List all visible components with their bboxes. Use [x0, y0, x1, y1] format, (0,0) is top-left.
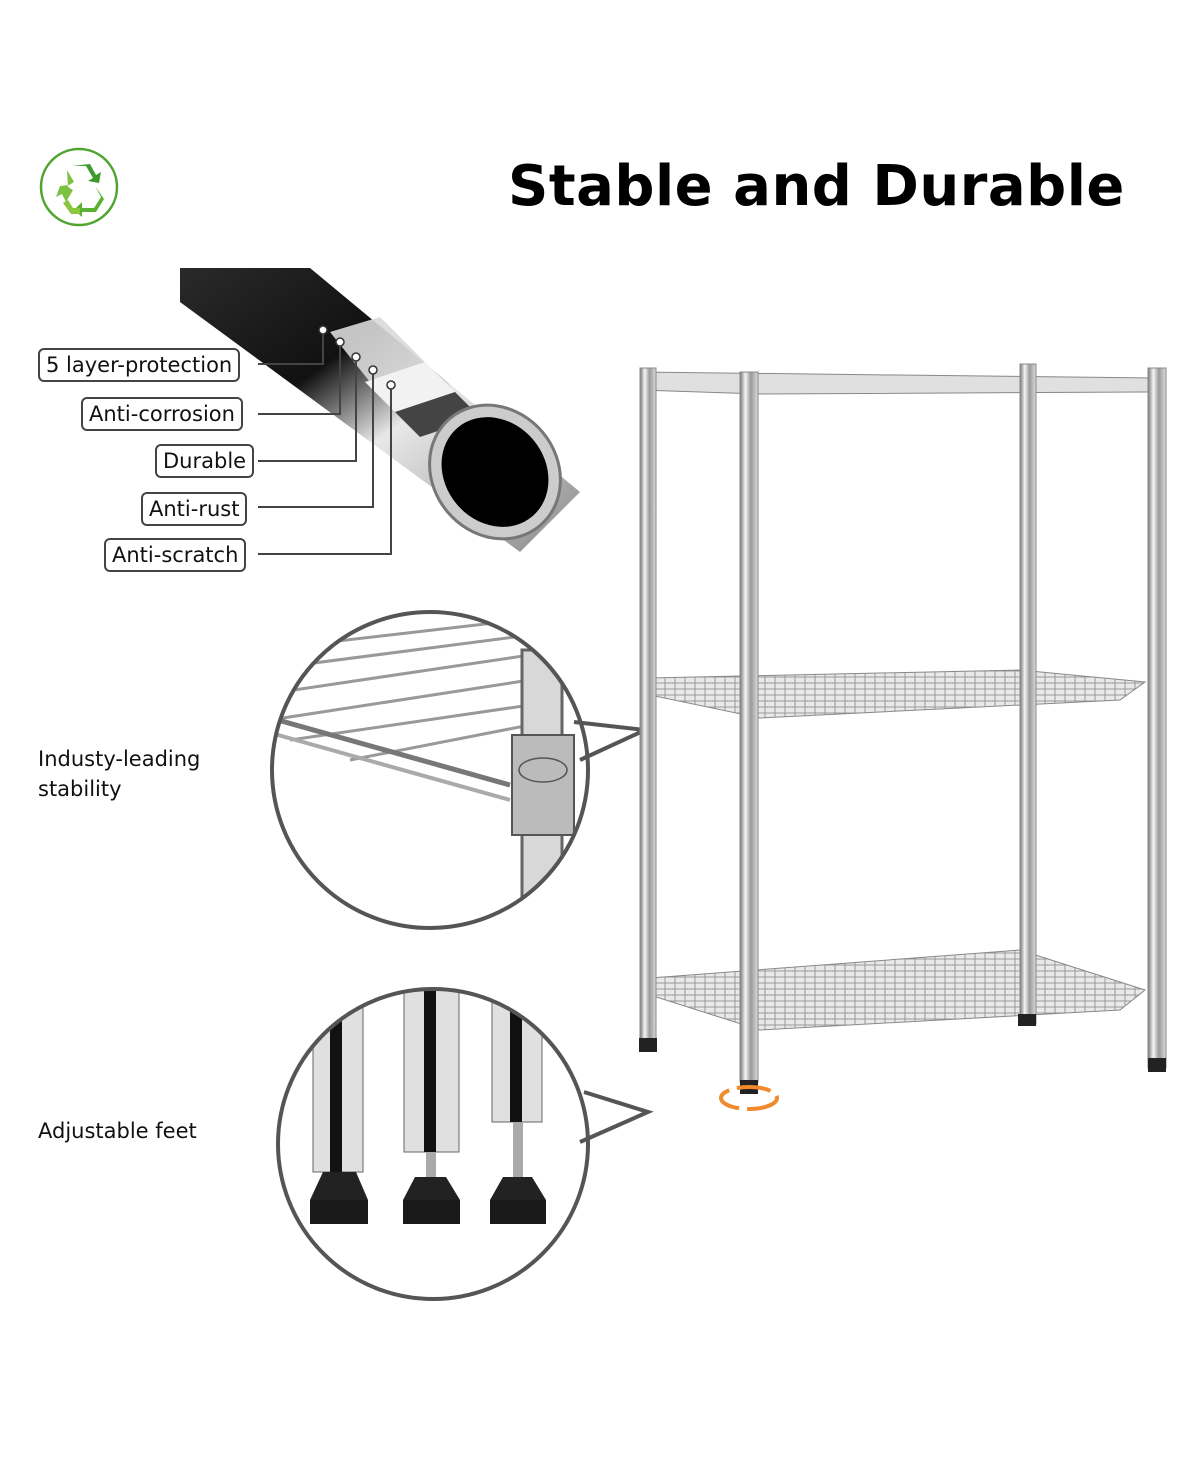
layer-label-anti-rust: Anti-rust: [141, 492, 248, 526]
layer-label-5-layer-protection: 5 layer-protection: [38, 348, 241, 382]
feature-adjustable-feet-text: Adjustable feet: [38, 1119, 197, 1143]
tube-cross-section-illustration: [180, 262, 600, 562]
rotate-arrow-icon: [719, 1085, 779, 1111]
shelving-unit-illustration: [620, 350, 1180, 1130]
layer-label-anti-corrosion: Anti-corrosion: [81, 397, 243, 431]
layer-label-durable: Durable: [155, 444, 255, 478]
page-title: Stable and Durable: [508, 154, 1125, 219]
shelf-connector-callout: [260, 610, 660, 930]
layer-label-anti-scratch: Anti-scratch: [104, 538, 247, 572]
recycle-icon: [39, 147, 119, 227]
adjustable-feet-callout: [268, 982, 728, 1312]
feature-stability-text: Industy-leading stability: [38, 747, 201, 801]
recycle-badge: [38, 146, 120, 228]
